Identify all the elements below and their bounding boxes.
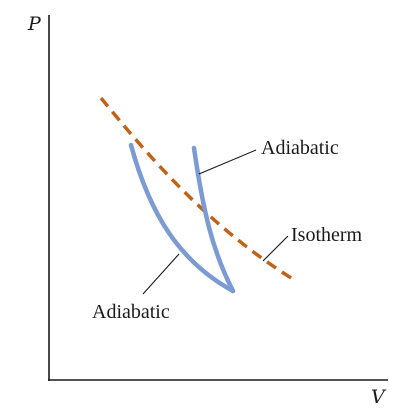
adiabatic-upper-leader [198,149,257,175]
y-axis-label: P [27,13,42,35]
adiabatic-lower-label: Adiabatic [92,301,170,323]
x-axis-label: V [371,386,387,408]
isotherm-leader [262,235,289,262]
adiabatic-curve-right [191,145,236,294]
isotherm-label: Isotherm [291,224,363,246]
adiabatic-upper-label: Adiabatic [261,137,339,159]
adiabatic-curve-left [128,142,236,294]
adiabatic-lower-leader [142,253,180,295]
